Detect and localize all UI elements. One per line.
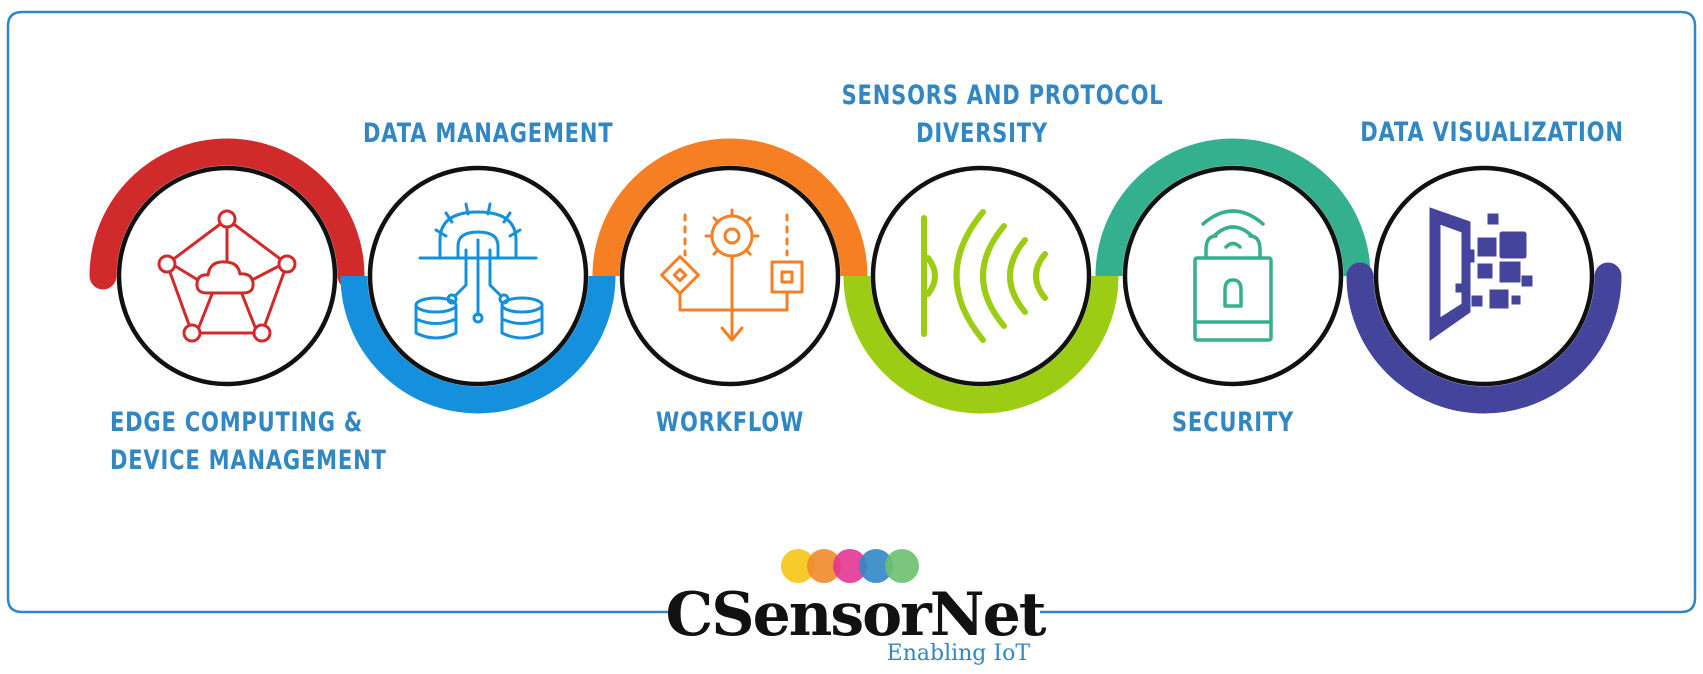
brand-dot (781, 549, 815, 583)
step-circle (619, 165, 841, 387)
gear-database-circuit-icon (414, 202, 544, 340)
workflow-gear-flow-icon (660, 208, 804, 342)
step-label-edge-computing: EDGE COMPUTING &DEVICE MANAGEMENT (110, 407, 387, 476)
brand-name: CSensorNet (665, 580, 1046, 650)
arc-band (1346, 262, 1622, 414)
step-circle (1122, 165, 1344, 387)
arc-band (1095, 138, 1371, 277)
step-workflow (619, 165, 841, 387)
arc-band (592, 138, 868, 277)
arc-band (89, 138, 365, 290)
arc-band (340, 275, 616, 414)
step-label-workflow: WORKFLOW (655, 407, 805, 438)
frame-border (6, 10, 1697, 614)
arc-band (843, 275, 1119, 414)
brand-dots (781, 549, 919, 583)
brand-tagline: Enabling IoT (886, 641, 1030, 666)
data-pixel-door-icon (1429, 207, 1533, 341)
step-label-data-management: DATA MANAGEMENT (363, 118, 614, 149)
wifi-padlock-icon (1193, 209, 1273, 342)
step-edge-computing (116, 165, 338, 387)
brand-dot (859, 549, 893, 583)
brand-dot (885, 549, 919, 583)
step-data-visualization (1373, 165, 1595, 387)
step-label-data-visualization: DATA VISUALIZATION (1360, 117, 1624, 148)
step-security (1122, 165, 1344, 387)
signal-waves-icon (921, 209, 1048, 343)
step-data-management (367, 165, 589, 387)
brand-dot (807, 549, 841, 583)
arc-band-group (89, 138, 1622, 414)
cloud-network-pentagon-icon (157, 209, 297, 343)
step-circles-group (116, 165, 1595, 387)
brand-dot (833, 549, 867, 583)
step-sensors (870, 165, 1092, 387)
step-circle (116, 165, 338, 387)
step-label-security: SECURITY (1171, 407, 1295, 438)
brand-logo: CSensorNet Enabling IoT (660, 540, 1050, 670)
